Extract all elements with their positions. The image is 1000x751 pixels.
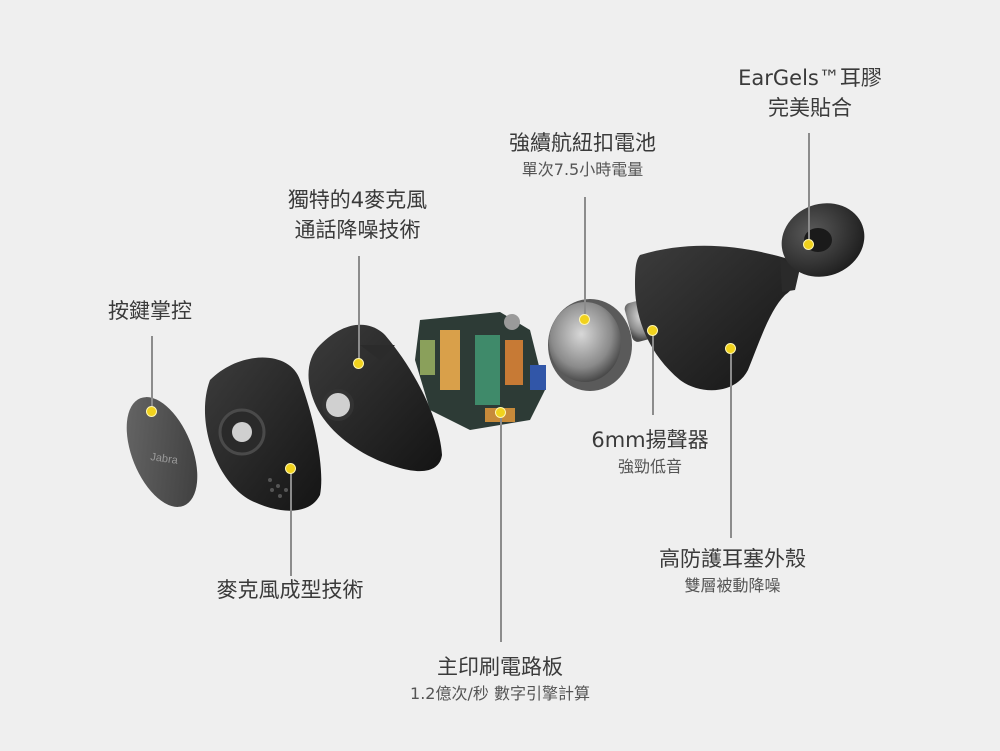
callout-dot-buttons [146, 406, 157, 417]
label-battery: 強續航紐扣電池 單次7.5小時電量 [490, 128, 675, 182]
mic4-sub: 通話降噪技術 [294, 218, 421, 242]
eargels-title: EarGels™耳膠 [738, 66, 882, 90]
leader-line-buttons [151, 336, 153, 412]
mic4-title: 獨特的4麥克風 [287, 188, 428, 212]
label-pcb: 主印刷電路板 1.2億次/秒 數字引擎計算 [370, 652, 630, 706]
brand-mark: Jabra [150, 451, 180, 467]
mic-cover-part [204, 357, 322, 511]
callout-dot-pcb [495, 407, 506, 418]
leader-line-speaker [652, 330, 654, 415]
callout-dot-micform [285, 463, 296, 474]
shell-title: 高防護耳塞外殼 [659, 547, 806, 571]
buttons-title: 按鍵掌控 [108, 299, 192, 323]
button-cap-part: Jabra [126, 397, 198, 507]
speaker-sub: 強勁低音 [617, 457, 682, 476]
label-micform: 麥克風成型技術 [195, 575, 385, 605]
callout-dot-mic4 [353, 358, 364, 369]
label-shell: 高防護耳塞外殼 雙層被動降噪 [630, 544, 835, 598]
shell-sub: 雙層被動降噪 [684, 576, 781, 595]
micform-title: 麥克風成型技術 [216, 578, 364, 602]
eargel-tip-part [781, 203, 865, 277]
leader-line-eargels [808, 133, 810, 245]
label-speaker: 6mm揚聲器 強勁低音 [565, 425, 735, 479]
leader-line-battery [584, 197, 586, 319]
pcb-assembly-part [415, 312, 546, 430]
pcb-sub: 1.2億次/秒 數字引擎計算 [410, 684, 590, 703]
leader-line-mic4 [358, 256, 360, 362]
battery-part [548, 299, 632, 391]
callout-dot-battery [579, 314, 590, 325]
label-mic4: 獨特的4麥克風 通話降噪技術 [265, 185, 450, 245]
mic-frame-part [308, 324, 442, 472]
earbud-shell-part [635, 245, 800, 391]
battery-sub: 單次7.5小時電量 [521, 160, 644, 179]
leader-line-micform [290, 468, 292, 576]
callout-dot-eargels [803, 239, 814, 250]
battery-title: 強續航紐扣電池 [509, 131, 656, 155]
label-buttons: 按鍵掌控 [90, 296, 210, 326]
callout-dot-shell [725, 343, 736, 354]
label-eargels: EarGels™耳膠 完美貼合 [725, 63, 895, 123]
leader-line-shell [730, 348, 732, 538]
pcb-title: 主印刷電路板 [437, 655, 563, 679]
callout-dot-speaker [647, 325, 658, 336]
leader-line-pcb [500, 412, 502, 642]
eargels-sub: 完美貼合 [768, 96, 852, 120]
speaker-title: 6mm揚聲器 [591, 428, 709, 452]
